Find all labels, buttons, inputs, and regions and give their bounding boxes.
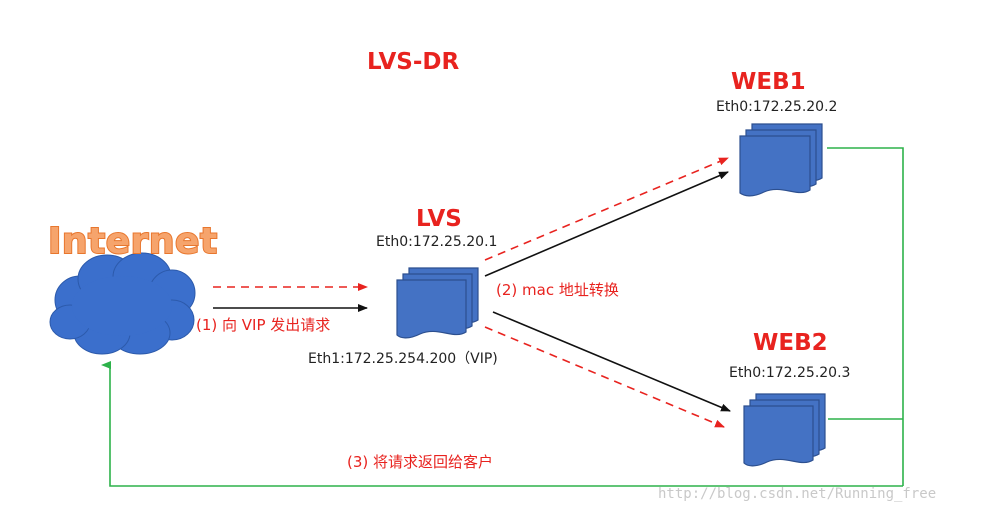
- web1-eth0-address: Eth0:172.25.20.2: [716, 99, 838, 115]
- lvs-label: LVS: [416, 206, 462, 232]
- return-line-web1: [827, 147, 904, 486]
- solid-arrow-lvs-to-web1: [484, 171, 729, 277]
- watermark: http://blog.csdn.net/Running_free: [658, 486, 937, 502]
- step3-annotation: (3) 将请求返回给客户: [347, 453, 494, 471]
- return-path: [101, 147, 904, 487]
- web1-label: WEB1: [731, 69, 806, 95]
- solid-arrow-lvs-to-web2: [492, 311, 731, 412]
- web2-label: WEB2: [753, 330, 828, 356]
- web1-server-icon: [739, 123, 823, 197]
- return-line-to-internet: [101, 361, 903, 487]
- web2-eth0-address: Eth0:172.25.20.3: [729, 365, 851, 381]
- dashed-arrow-lvs-to-web2: [484, 326, 725, 428]
- internet-label: Internet: [47, 221, 218, 262]
- dashed-arrow-lvs-to-web1: [484, 157, 729, 261]
- diagram-title: LVS-DR: [367, 49, 460, 75]
- step1-annotation: (1) 向 VIP 发出请求: [196, 316, 331, 334]
- lvs-eth0-address: Eth0:172.25.20.1: [376, 234, 498, 250]
- lvs-server-icon: [396, 267, 479, 339]
- lvs-eth1-address: Eth1:172.25.254.200（VIP): [308, 351, 498, 367]
- cloud-icon: [49, 252, 196, 355]
- web2-server-icon: [743, 393, 826, 467]
- step2-annotation: (2) mac 地址转换: [496, 281, 619, 299]
